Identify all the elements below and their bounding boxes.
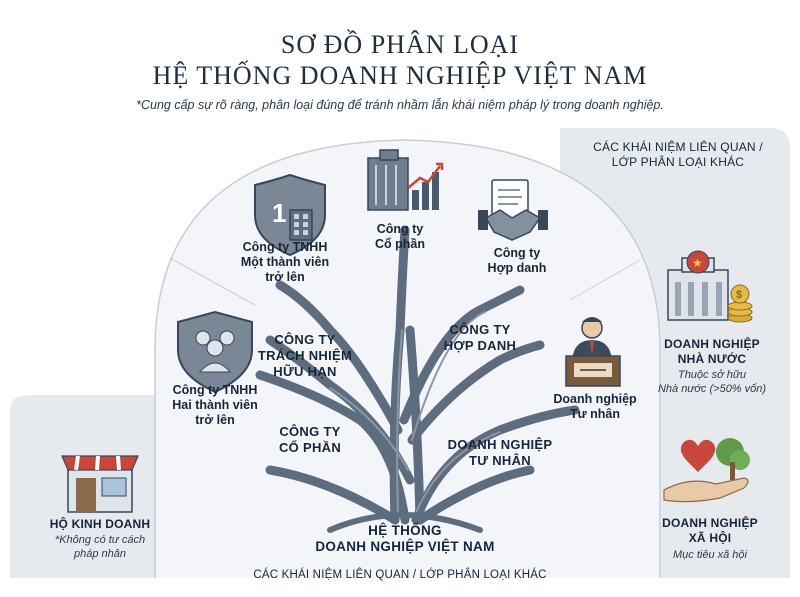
handshake-icon xyxy=(478,179,548,241)
page-subtitle: *Cung cấp sự rõ ràng, phân loại đúng để … xyxy=(136,98,664,112)
business-owner-icon xyxy=(565,317,621,387)
central-arch xyxy=(154,139,661,591)
social-enterprise-note: Mục tiêu xã hội xyxy=(673,549,747,561)
tree-roots xyxy=(327,512,483,533)
divider-line xyxy=(169,257,256,306)
government-building-icon: ★ $ xyxy=(667,250,753,323)
right-panel-heading: CÁC KHÁI NIỆM LIÊN QUAN /LỚP PHÂN LOẠI K… xyxy=(593,140,763,169)
svg-text:$: $ xyxy=(736,289,742,301)
footer-caption: CÁC KHÁI NIỆM LIÊN QUAN / LỚP PHÂN LOẠI … xyxy=(253,569,547,581)
household-business-name: HỘ KINH DOANH xyxy=(49,517,151,531)
svg-text:1: 1 xyxy=(272,198,286,228)
shield-group-icon xyxy=(177,310,253,394)
page-title-line1: SƠ ĐỒ PHÂN LOẠI xyxy=(280,30,520,59)
social-heart-tree-icon xyxy=(663,438,750,503)
building-chart-icon xyxy=(367,149,444,211)
divider-line xyxy=(569,259,641,301)
storefront-icon xyxy=(61,455,139,513)
shield-one-icon: 1 xyxy=(254,173,326,257)
svg-text:★: ★ xyxy=(692,256,703,270)
page-title-line2: HỆ THỐNG DOANH NGHIỆP VIỆT NAM xyxy=(152,61,648,90)
